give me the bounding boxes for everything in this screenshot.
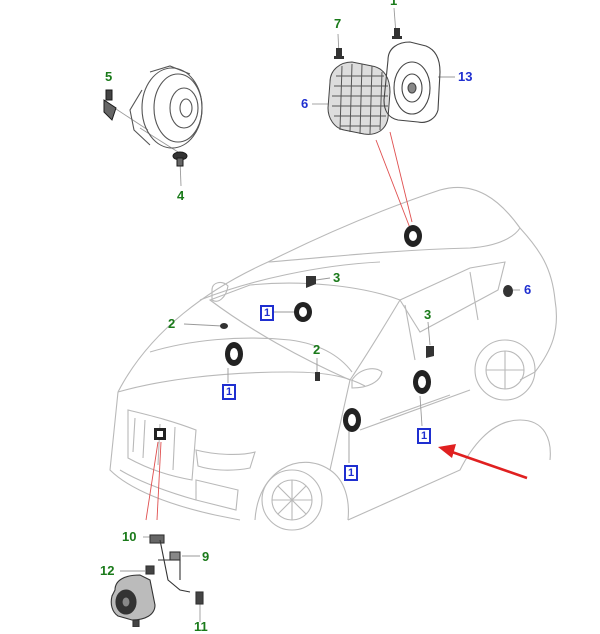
rear-door-speaker [413, 370, 431, 394]
door-speaker-roof [294, 302, 312, 322]
small-part-2-mid [315, 372, 320, 381]
screw-part-7 [334, 48, 344, 59]
callout-3-roof: 3 [333, 270, 341, 285]
screw-part-1-top [392, 28, 402, 39]
front-sensor [154, 428, 166, 440]
woofer-speaker [129, 65, 203, 149]
callout-1-rear: 1 [417, 428, 432, 444]
callout-10: 10 [122, 529, 137, 544]
small-bracket-3-roof [306, 276, 316, 288]
small-part-3-door [426, 346, 434, 358]
callout-12: 12 [100, 563, 115, 578]
callout-11: 11 [194, 619, 208, 634]
red-leader-lines [145, 131, 413, 521]
grille-cover-6 [327, 61, 391, 135]
callout-1-front: 1 [344, 465, 359, 481]
speaker-part-13 [383, 41, 441, 123]
callout-2-mid: 2 [313, 342, 321, 357]
callout-9: 9 [202, 549, 210, 564]
screw-part-5 [103, 89, 117, 121]
roof-speaker [404, 225, 422, 247]
horn-assembly [110, 534, 204, 628]
callout-4: 4 [177, 188, 185, 203]
callout-2-left: 2 [168, 316, 176, 331]
callout-7: 7 [334, 16, 342, 31]
callout-3-door: 3 [424, 307, 432, 322]
small-part-2-left [220, 323, 228, 329]
clip-part-4 [172, 151, 188, 167]
callout-6-side: 6 [524, 282, 532, 297]
front-door-speaker [343, 408, 361, 432]
callout-1-dash: 1 [222, 384, 237, 400]
callout-6-top: 6 [301, 96, 309, 111]
small-part-6-side [503, 285, 513, 297]
dash-speaker [225, 342, 243, 366]
red-arrow [438, 444, 528, 480]
callout-1-roof: 1 [260, 305, 275, 321]
callout-1-top: 1 [390, 0, 398, 8]
callout-5: 5 [105, 69, 113, 84]
callout-13: 13 [458, 69, 473, 84]
leader-lines [112, 7, 520, 622]
vehicle-outline [109, 186, 558, 531]
